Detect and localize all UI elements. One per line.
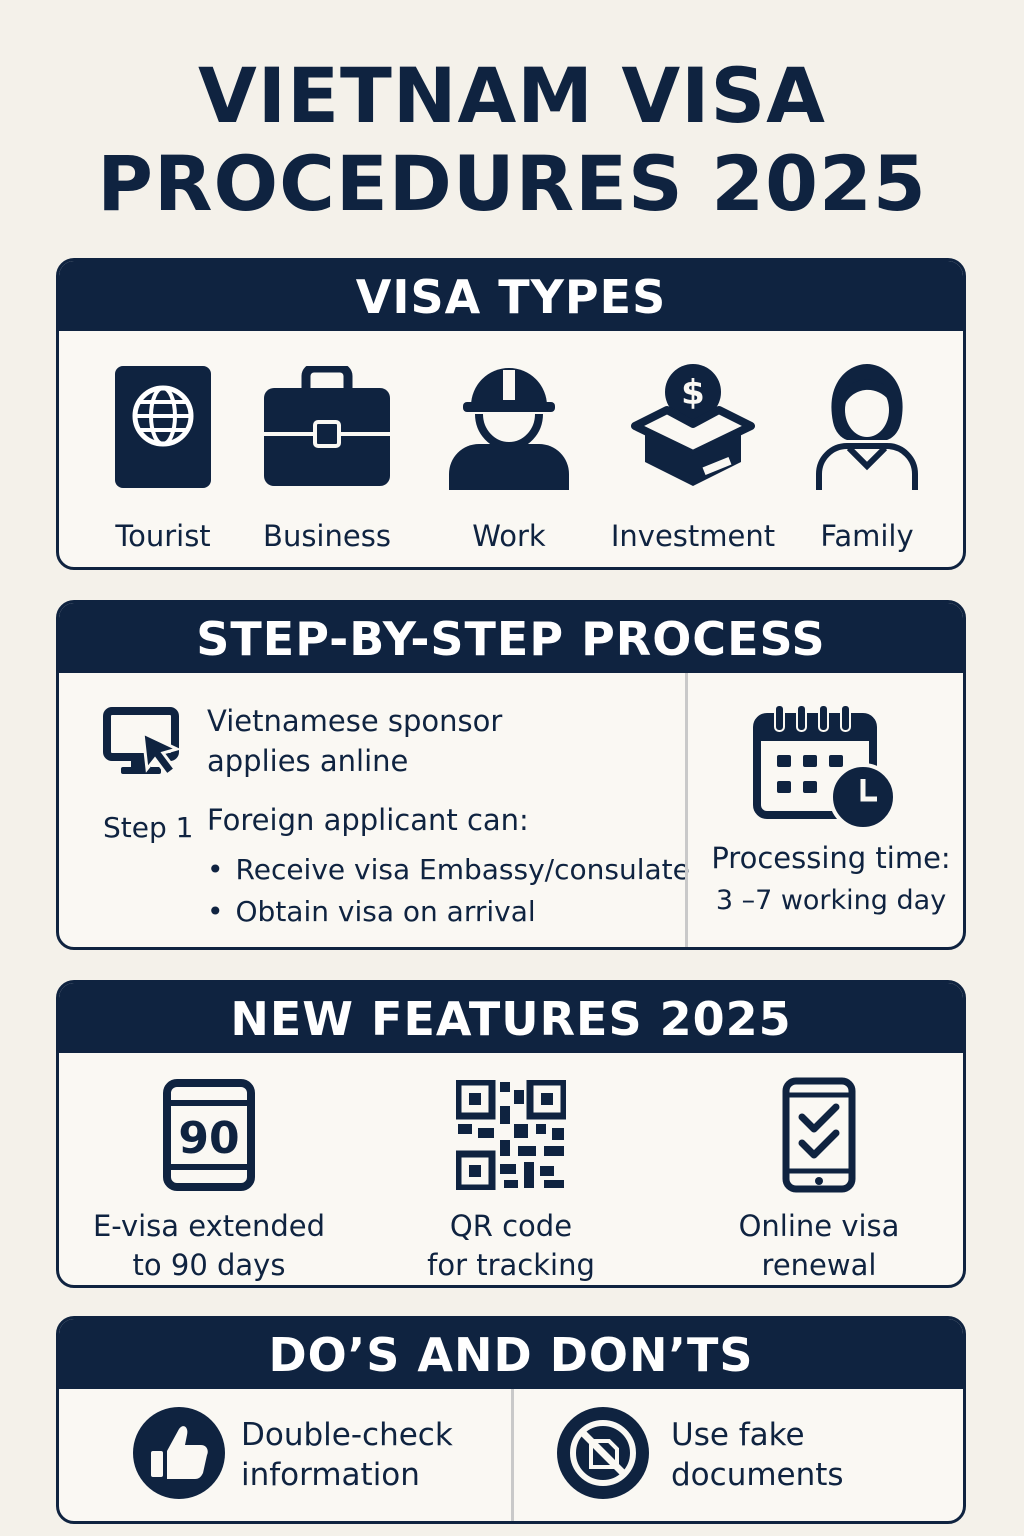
calendar-clock-icon	[753, 703, 899, 835]
page-title-line-1: VIETNAM VISA	[197, 51, 826, 140]
qr-code-icon	[361, 1075, 661, 1195]
phone-checklist-icon	[669, 1075, 963, 1195]
list-item: Receive visa Embassy/consulate	[207, 849, 690, 891]
sponsor-text: Vietnamese sponsor applies anline	[207, 704, 503, 778]
passport-globe-icon	[73, 361, 253, 493]
visa-type-label: Work	[472, 519, 546, 553]
feature-label: QR code for tracking	[361, 1207, 661, 1285]
dos-donts-heading: DO’S AND DON’TS	[59, 1319, 963, 1389]
visa-type-label: Family	[820, 519, 914, 553]
tablet-90-text: 90	[178, 1113, 239, 1164]
feature-label: E-visa extended to 90 days	[59, 1207, 359, 1285]
svg-text:$: $	[681, 373, 705, 413]
page-title: VIETNAM VISA PROCEDURES 2025	[0, 52, 1024, 228]
processing-time-value: 3 –7 working day	[715, 885, 947, 916]
woman-person-icon	[777, 361, 957, 493]
briefcase-icon	[237, 361, 417, 493]
feature-label-line-2: for tracking	[427, 1248, 595, 1282]
visa-type-label: Investment	[610, 519, 776, 553]
feature-qr-code: QR code for tracking	[361, 1075, 661, 1285]
new-features-heading: NEW FEATURES 2025	[59, 983, 963, 1053]
visa-type-label: Tourist	[115, 519, 211, 553]
do-text: Double-check information	[241, 1417, 453, 1493]
construction-worker-icon	[419, 361, 599, 493]
feature-online-renewal: Online visa renewal	[669, 1075, 963, 1285]
feature-label-line-1: QR code	[449, 1209, 573, 1243]
feature-evisa-extended: 90 E-visa extended to 90 days	[59, 1075, 359, 1285]
money-box-icon: $	[603, 361, 783, 493]
divider	[511, 1389, 514, 1521]
feature-label-line-1: Online visa	[738, 1209, 900, 1243]
applicant-options-list: Receive visa Embassy/consulate Obtain vi…	[207, 849, 690, 933]
visa-type-family: Family	[777, 361, 957, 553]
process-heading: STEP-BY-STEP PROCESS	[59, 603, 963, 673]
visa-type-work: Work	[419, 361, 599, 553]
divider	[685, 673, 688, 947]
tablet-90-icon: 90	[59, 1075, 359, 1195]
page-title-line-2: PROCEDURES 2025	[97, 139, 927, 228]
applicant-heading: Foreign applicant can:	[207, 803, 529, 837]
feature-label-line-2: to 90 days	[132, 1248, 286, 1282]
visa-type-investment: $ Investment	[603, 361, 783, 553]
visa-type-tourist: Tourist	[73, 361, 253, 553]
visa-type-business: Business	[237, 361, 417, 553]
dos-donts-card: DO’S AND DON’TS Double-check information…	[56, 1316, 966, 1524]
new-features-card: NEW FEATURES 2025 90 E-visa extended to …	[56, 980, 966, 1288]
feature-label-line-1: E-visa extended	[92, 1209, 326, 1243]
step-label: Step 1	[103, 811, 194, 844]
visa-types-card: VISA TYPES Tourist	[56, 258, 966, 570]
list-item: Obtain visa on arrival	[207, 891, 690, 933]
feature-label-line-2: renewal	[761, 1248, 877, 1282]
dont-text: Use fake documents	[671, 1417, 844, 1493]
prohibited-document-icon	[555, 1405, 651, 1505]
visa-types-heading: VISA TYPES	[59, 261, 963, 331]
visa-type-label: Business	[263, 519, 391, 553]
thumbs-up-icon	[131, 1405, 227, 1505]
processing-time-title: Processing time:	[711, 841, 951, 875]
process-card: STEP-BY-STEP PROCESS Step 1 Vietnamese s…	[56, 600, 966, 950]
feature-label: Online visa renewal	[669, 1207, 963, 1285]
computer-cursor-icon	[103, 707, 183, 783]
